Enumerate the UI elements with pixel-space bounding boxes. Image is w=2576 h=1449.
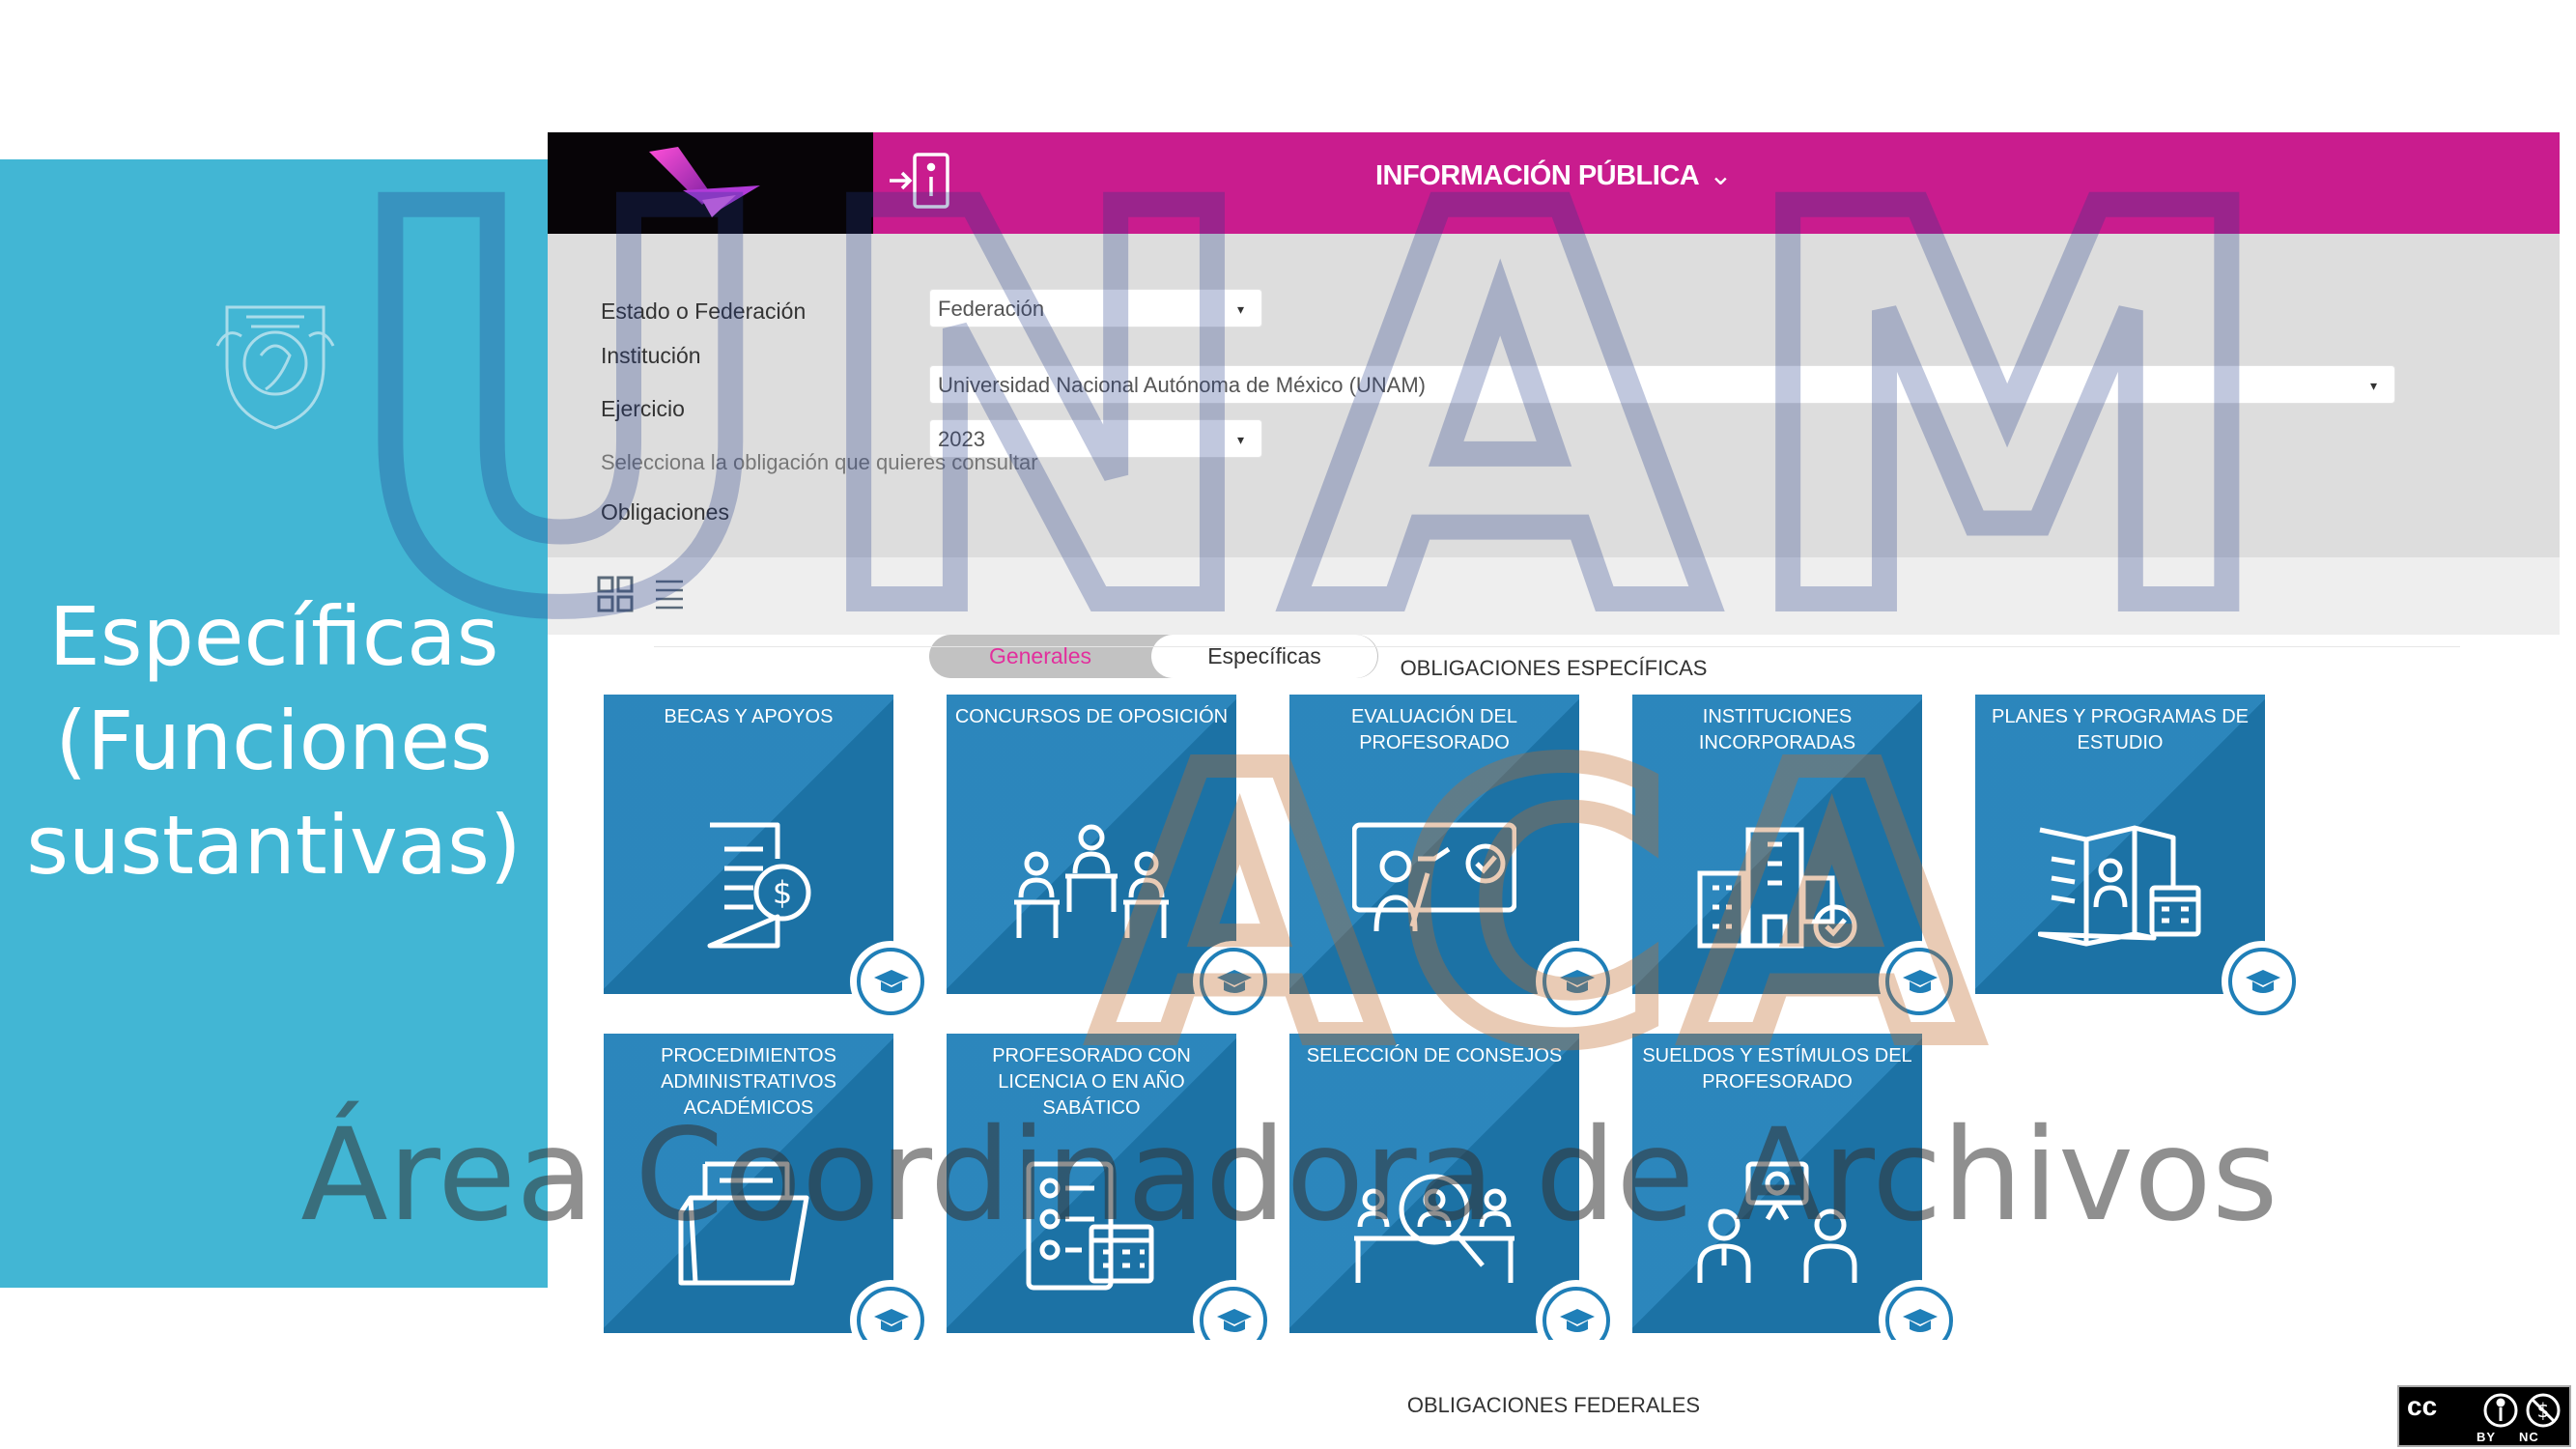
tile-badge <box>2222 941 2303 1022</box>
graduation-cap-icon <box>1903 1309 1938 1332</box>
tile-planes-y-programas-de-estudio[interactable]: PLANES Y PROGRAMAS DE ESTUDIO <box>1975 695 2303 1022</box>
slide-title-line: sustantivas) <box>26 798 522 893</box>
cc-nc-label: NC <box>2519 1430 2539 1444</box>
caret-down-icon: ▾ <box>1236 301 1244 317</box>
tile-procedimientos-administrativos-academicos[interactable]: PROCEDIMIENTOS ADMINISTRATIVOS ACADÉMICO… <box>604 1034 931 1340</box>
brochure-calendar-icon <box>2038 825 2201 947</box>
chevron-down-icon: ⌄ <box>1709 160 1733 191</box>
slide-title-line: Específicas <box>48 589 499 684</box>
top-header: INFORMACIÓN PÚBLICA ⌄ <box>548 132 2560 234</box>
graduation-cap-icon <box>874 1309 909 1332</box>
tile-title: EVALUACIÓN DEL PROFESORADO <box>1351 706 1517 753</box>
header-title: INFORMACIÓN PÚBLICA <box>1374 160 1700 191</box>
tile-shade <box>1289 1034 1579 1333</box>
login-info-icon[interactable] <box>886 150 953 212</box>
tile-concursos-de-oposicion[interactable]: CONCURSOS DE OPOSICIÓN <box>947 695 1274 1022</box>
tile-title: PLANES Y PROGRAMAS DE ESTUDIO <box>1991 706 2249 753</box>
caret-down-icon: ▾ <box>2369 378 2377 393</box>
institucion-label: Institución <box>601 343 701 368</box>
tile-title: PROFESORADO CON LICENCIA O EN AÑO SABÁTI… <box>992 1045 1191 1119</box>
slide-side-panel: Específicas (Funciones sustantivas) <box>0 159 548 1288</box>
tile-seleccion-de-consejos[interactable]: SELECCIÓN DE CONSEJOS <box>1289 1034 1617 1340</box>
tile-profesorado-con-licencia[interactable]: PROFESORADO CON LICENCIA O EN AÑO SABÁTI… <box>947 1034 1274 1340</box>
obligaciones-label: Obligaciones <box>601 499 729 525</box>
tile-badge <box>1879 941 1960 1022</box>
graduation-cap-icon <box>2246 970 2280 993</box>
logo-area[interactable] <box>548 132 873 234</box>
section-title-federales: OBLIGACIONES FEDERALES <box>1406 1393 1701 1417</box>
grid-view-icon[interactable] <box>596 575 635 613</box>
portal-screenshot: INFORMACIÓN PÚBLICA ⌄ <box>548 132 2560 1340</box>
slide-title-line: (Funciones <box>55 694 493 788</box>
svg-text:$: $ <box>773 874 792 911</box>
people-money-icon <box>1697 1161 1857 1283</box>
estado-label: Estado o Federación <box>601 298 807 324</box>
estado-select-value: Federación <box>938 297 1045 321</box>
tile-shade <box>1632 1034 1922 1333</box>
filters-panel: Estado o Federación Federación ▾ Institu… <box>548 234 2560 635</box>
tile-shade <box>1975 695 2265 994</box>
section-title-especificas: OBLIGACIONES ESPECÍFICAS <box>1400 656 1708 680</box>
tile-instituciones-incorporadas[interactable]: INSTITUCIONES INCORPORADAS <box>1632 695 1960 1022</box>
buildings-check-icon <box>1697 827 1857 949</box>
tile-sueldos-y-estimulos[interactable]: SUELDOS Y ESTÍMULOS DEL PROFESORADO <box>1632 1034 1960 1340</box>
graduation-cap-icon <box>874 970 909 993</box>
institucion-select-value: Universidad Nacional Autónoma de México … <box>938 373 1426 397</box>
cc-by-label: BY <box>2477 1430 2497 1444</box>
tile-badge <box>1193 941 1274 1022</box>
graduation-cap-icon <box>1217 1309 1252 1332</box>
tile-title: CONCURSOS DE OPOSICIÓN <box>954 706 1229 727</box>
unam-seal-icon <box>215 305 335 430</box>
ejercicio-select-value: 2023 <box>938 427 985 451</box>
tile-shade <box>947 695 1236 994</box>
open-folder-icon <box>678 1161 809 1286</box>
tile-shade <box>1289 695 1579 994</box>
list-calendar-icon <box>1026 1161 1154 1291</box>
tile-badge <box>850 941 931 1022</box>
ejercicio-select[interactable]: 2023 ▾ <box>929 419 1262 458</box>
tile-evaluacion-del-profesorado[interactable]: EVALUACIÓN DEL PROFESORADO <box>1289 695 1617 1022</box>
tile-badge <box>1879 1280 1960 1340</box>
institucion-select[interactable]: Universidad Nacional Autónoma de México … <box>929 365 2395 404</box>
view-toggle-bar <box>548 557 2560 635</box>
ejercicio-label: Ejercicio <box>601 396 685 421</box>
section-divider <box>654 646 2460 647</box>
magnifier-people-icon <box>1354 1174 1514 1283</box>
graduation-cap-icon <box>1903 970 1938 993</box>
candidates-desks-icon <box>1014 824 1169 938</box>
obligacion-hint: Selecciona la obligación que quieres con… <box>601 450 1038 474</box>
by-nc-icons: $ <box>2483 1393 2561 1428</box>
svg-text:$: $ <box>2537 1399 2550 1422</box>
tile-badge <box>1193 1280 1274 1340</box>
estado-select[interactable]: Federación ▾ <box>929 289 1262 327</box>
tile-badge <box>1536 1280 1617 1340</box>
tile-title: SUELDOS Y ESTÍMULOS DEL PROFESORADO <box>1642 1045 1912 1093</box>
header-menu-button[interactable]: INFORMACIÓN PÚBLICA ⌄ <box>548 132 2560 234</box>
tile-title: SELECCIÓN DE CONSEJOS <box>1306 1045 1563 1066</box>
cc-logo-text: cc <box>2407 1391 2438 1421</box>
tile-becas-y-apoyos[interactable]: BECAS Y APOYOS $ <box>604 695 931 1022</box>
tile-shade <box>947 1034 1236 1333</box>
tile-title: INSTITUCIONES INCORPORADAS <box>1698 706 1856 753</box>
tile-title: PROCEDIMIENTOS ADMINISTRATIVOS ACADÉMICO… <box>661 1045 836 1119</box>
list-view-icon[interactable] <box>654 578 685 611</box>
cc-license-badge: cc $ BY NC <box>2397 1385 2571 1447</box>
caret-down-icon: ▾ <box>1236 432 1244 447</box>
graduation-cap-icon <box>1560 1309 1595 1332</box>
tile-badge <box>1536 941 1617 1022</box>
pnt-logo-icon <box>649 147 760 217</box>
slide-title: Específicas (Funciones sustantivas) <box>0 584 548 897</box>
tile-badge <box>850 1280 931 1340</box>
graduation-cap-icon <box>1560 970 1595 993</box>
toggle-especificas[interactable]: Específicas <box>1151 635 1377 678</box>
toggle-generales[interactable]: Generales <box>988 643 1092 668</box>
document-money-icon: $ <box>707 822 811 949</box>
teacher-board-check-icon <box>1352 822 1516 932</box>
tile-title: BECAS Y APOYOS <box>664 706 834 727</box>
obligaciones-toggle: Generales Específicas <box>929 635 1378 678</box>
graduation-cap-icon <box>1217 970 1252 993</box>
